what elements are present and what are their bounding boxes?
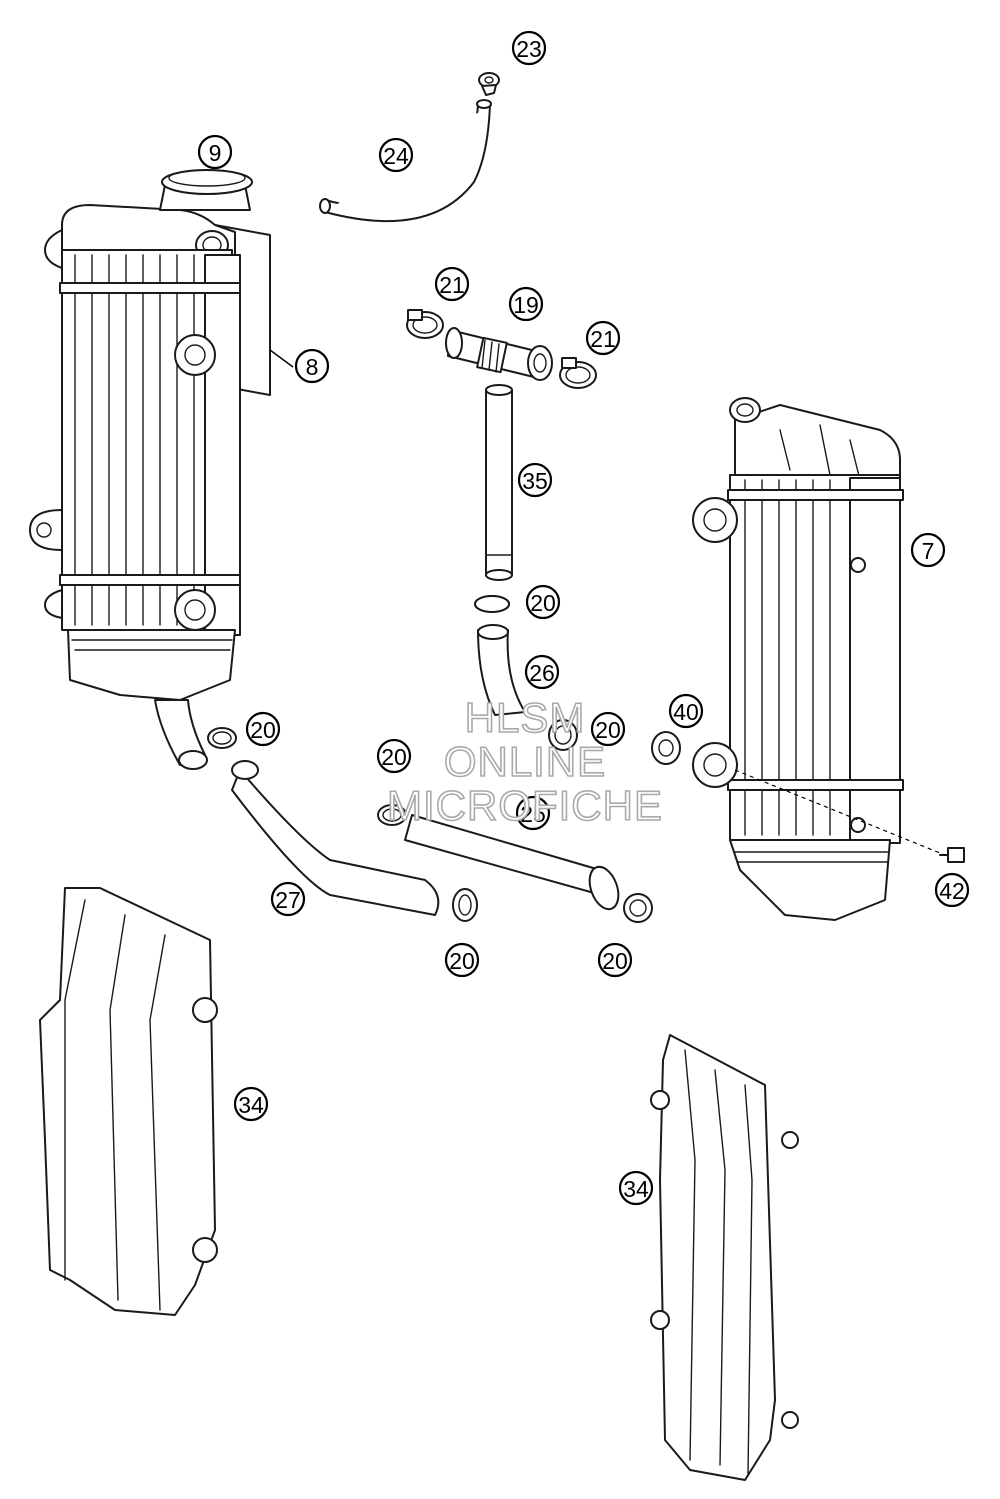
right-radiator-shroud [650, 1034, 799, 1481]
callout-8: 8 [294, 348, 330, 384]
hose-clamp-20-upper-center [474, 595, 510, 613]
callout-20-bottomleft: 20 [444, 942, 480, 978]
callout-35: 35 [517, 462, 553, 498]
callout-25: 25 [515, 795, 551, 831]
callout-42: 42 [934, 872, 970, 908]
callout-20-bottomright: 20 [597, 942, 633, 978]
callout-20-midleft: 20 [376, 738, 412, 774]
svg-text:8: 8 [306, 354, 319, 380]
hose-clamp-20-bottomleft [452, 888, 478, 922]
hose-clamp-20-bottomright [623, 893, 653, 923]
callout-24: 24 [378, 137, 414, 173]
leader-lines [269, 349, 294, 368]
svg-text:20: 20 [530, 590, 556, 616]
svg-text:24: 24 [383, 143, 409, 169]
svg-text:42: 42 [939, 878, 965, 904]
coolant-hose-27 [231, 760, 440, 916]
svg-text:21: 21 [590, 326, 616, 352]
svg-text:25: 25 [520, 801, 546, 827]
svg-text:20: 20 [595, 717, 621, 743]
svg-text:40: 40 [673, 699, 699, 725]
hose-clip [478, 72, 500, 96]
svg-text:19: 19 [513, 292, 539, 318]
rubber-grommet [651, 731, 681, 765]
left-radiator [29, 169, 271, 770]
svg-text:34: 34 [623, 1176, 649, 1202]
callout-21-left: 21 [434, 266, 470, 302]
callout-23: 23 [511, 30, 547, 66]
hose-clamp-20-center [548, 719, 578, 751]
coolant-hose-25 [404, 814, 620, 911]
svg-text:21: 21 [439, 272, 465, 298]
callout-40: 40 [668, 693, 704, 729]
svg-text:20: 20 [381, 744, 407, 770]
hose-clamp-21-right [559, 357, 597, 389]
svg-text:20: 20 [602, 948, 628, 974]
callout-7: 7 [910, 532, 946, 568]
svg-text:34: 34 [238, 1092, 264, 1118]
hose-clamp-20-midleft [377, 804, 407, 826]
callout-20-left-upper: 20 [245, 711, 281, 747]
callout-34-right: 34 [618, 1170, 654, 1206]
coolant-pipe [485, 384, 513, 581]
callout-21-right: 21 [585, 320, 621, 356]
callout-19: 19 [508, 286, 544, 322]
svg-text:23: 23 [516, 36, 542, 62]
callout-26: 26 [524, 654, 560, 690]
left-radiator-shroud [39, 887, 218, 1316]
callout-9: 9 [197, 134, 233, 170]
svg-text:35: 35 [522, 468, 548, 494]
svg-text:26: 26 [529, 660, 555, 686]
t-connector [445, 327, 553, 381]
svg-text:27: 27 [275, 887, 301, 913]
coolant-hose-26 [474, 595, 526, 716]
callout-27: 27 [270, 881, 306, 917]
svg-text:7: 7 [922, 538, 935, 564]
right-radiator [692, 397, 904, 921]
hose-clamp-21-left [406, 309, 444, 339]
svg-text:9: 9 [209, 140, 222, 166]
callout-20-center: 20 [590, 711, 626, 747]
svg-text:20: 20 [449, 948, 475, 974]
callout-34-left: 34 [233, 1086, 269, 1122]
hose-clamp-20-upperleft [207, 727, 237, 749]
svg-text:20: 20 [250, 717, 276, 743]
callout-20-top: 20 [525, 584, 561, 620]
